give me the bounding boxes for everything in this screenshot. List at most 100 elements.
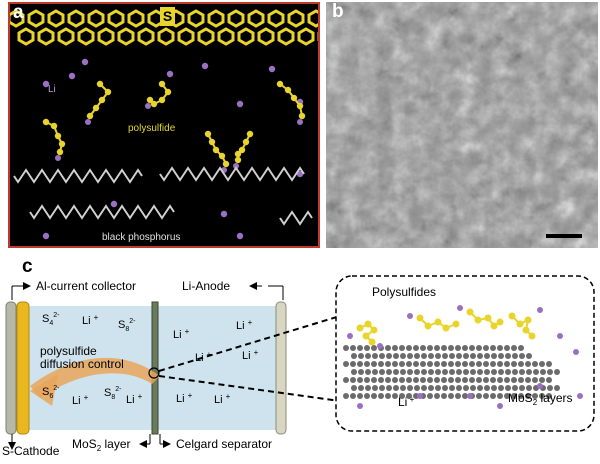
mo-atom — [400, 385, 406, 391]
li-atom — [573, 349, 579, 355]
phosphorus-chain — [279, 210, 313, 226]
mo-atom — [441, 345, 447, 351]
li-anode-plate — [275, 301, 287, 435]
mo-atom — [372, 385, 378, 391]
sulfur-atom — [496, 318, 504, 326]
li-atom — [577, 393, 583, 399]
li-label: Li — [48, 84, 56, 95]
mo-atom — [371, 377, 377, 383]
mo-atom — [372, 353, 378, 359]
li-anode-label: Li-Anode — [182, 279, 230, 293]
mo-atom — [364, 393, 370, 399]
li-atom — [220, 210, 228, 218]
mo-atom — [413, 345, 419, 351]
mo-atom — [364, 345, 370, 351]
mo-atom — [428, 369, 434, 375]
sulfur-atom — [42, 118, 50, 126]
mo-atom — [350, 393, 356, 399]
mo-atom — [448, 393, 454, 399]
mo-atom — [407, 385, 413, 391]
mo-atom — [539, 393, 545, 399]
polysulfide-chains — [42, 80, 306, 173]
sulfur-atom — [484, 314, 492, 322]
mo-atom — [414, 369, 420, 375]
mo-atom — [483, 377, 489, 383]
mo-atom — [358, 385, 364, 391]
mo-atom — [490, 377, 496, 383]
sulfur-ring — [177, 27, 195, 46]
sulfur-ring — [247, 9, 265, 28]
mo-atom — [371, 361, 377, 367]
diffusion-arrowhead — [30, 374, 58, 406]
mo-atom — [498, 353, 504, 359]
panel-letter-b: b — [332, 2, 344, 22]
mo-atom — [434, 377, 440, 383]
mo-atom — [414, 385, 420, 391]
sulfur-ring — [27, 9, 45, 28]
sulfur-atom — [370, 326, 378, 334]
sulfur-ring — [87, 9, 105, 28]
mo-atom — [519, 369, 525, 375]
mo-atom — [351, 353, 357, 359]
mo-atom — [463, 353, 469, 359]
sulfur-ring — [47, 9, 65, 28]
mo-atom — [462, 345, 468, 351]
sulfur-atom — [238, 146, 246, 154]
sulfur-atom — [56, 148, 64, 156]
mo-atom — [421, 385, 427, 391]
mo-atom — [511, 393, 517, 399]
sulfur-atom — [150, 100, 158, 108]
mo-atom — [511, 377, 517, 383]
mo-atom — [399, 361, 405, 367]
inset-li-atoms — [347, 305, 583, 409]
sulfur-atom — [234, 150, 242, 158]
sulfur-atom — [298, 112, 306, 120]
battery-cell-schematic: c Al-current collector Li-Anode S-Cathod… — [2, 256, 595, 458]
mo-atom — [547, 369, 553, 375]
mo-atom — [526, 353, 532, 359]
sulfur-atom — [284, 86, 292, 94]
mo-atom — [427, 345, 433, 351]
sulfur-atom — [490, 322, 498, 330]
sulfur-atom — [276, 80, 284, 88]
mo-atom — [455, 361, 461, 367]
mo-atom — [546, 377, 552, 383]
mo-atom — [477, 385, 483, 391]
sulfur-atom — [368, 338, 376, 346]
mo-atom — [539, 361, 545, 367]
mo-atom — [476, 345, 482, 351]
mo-atom — [343, 393, 349, 399]
mo-atom — [392, 361, 398, 367]
mo-atom — [526, 385, 532, 391]
sulfur-atom — [362, 332, 370, 340]
sulfur-atom — [242, 138, 250, 146]
black-phosphorus-label: black phosphorus — [102, 232, 180, 243]
mo-atom — [385, 345, 391, 351]
li-atom — [467, 393, 473, 399]
sulfur-atom — [474, 316, 482, 324]
li-atom — [268, 65, 276, 73]
mo-atom — [357, 377, 363, 383]
sulfur-atom — [58, 140, 66, 148]
zoom-marker — [148, 367, 160, 379]
mo-atom — [448, 377, 454, 383]
mo-atom — [546, 361, 552, 367]
sulfur-atom — [54, 132, 62, 140]
sulfur-atom — [50, 122, 58, 130]
mo-atom — [525, 361, 531, 367]
black-phosphorus-layers — [13, 166, 313, 226]
sulfur-atom — [466, 308, 474, 316]
mo-atom — [435, 353, 441, 359]
mo-atom — [399, 393, 405, 399]
mo-atom — [400, 369, 406, 375]
mo-atom — [343, 377, 349, 383]
li-atom — [110, 200, 118, 208]
mo-atom — [505, 385, 511, 391]
sulfur-atom — [516, 320, 524, 328]
sulfur-atom — [146, 96, 154, 104]
mo-atom — [379, 369, 385, 375]
sulfur-atom — [218, 152, 226, 160]
sulfur-atom — [96, 80, 104, 88]
mo-atom — [525, 393, 531, 399]
mo-atom — [463, 369, 469, 375]
